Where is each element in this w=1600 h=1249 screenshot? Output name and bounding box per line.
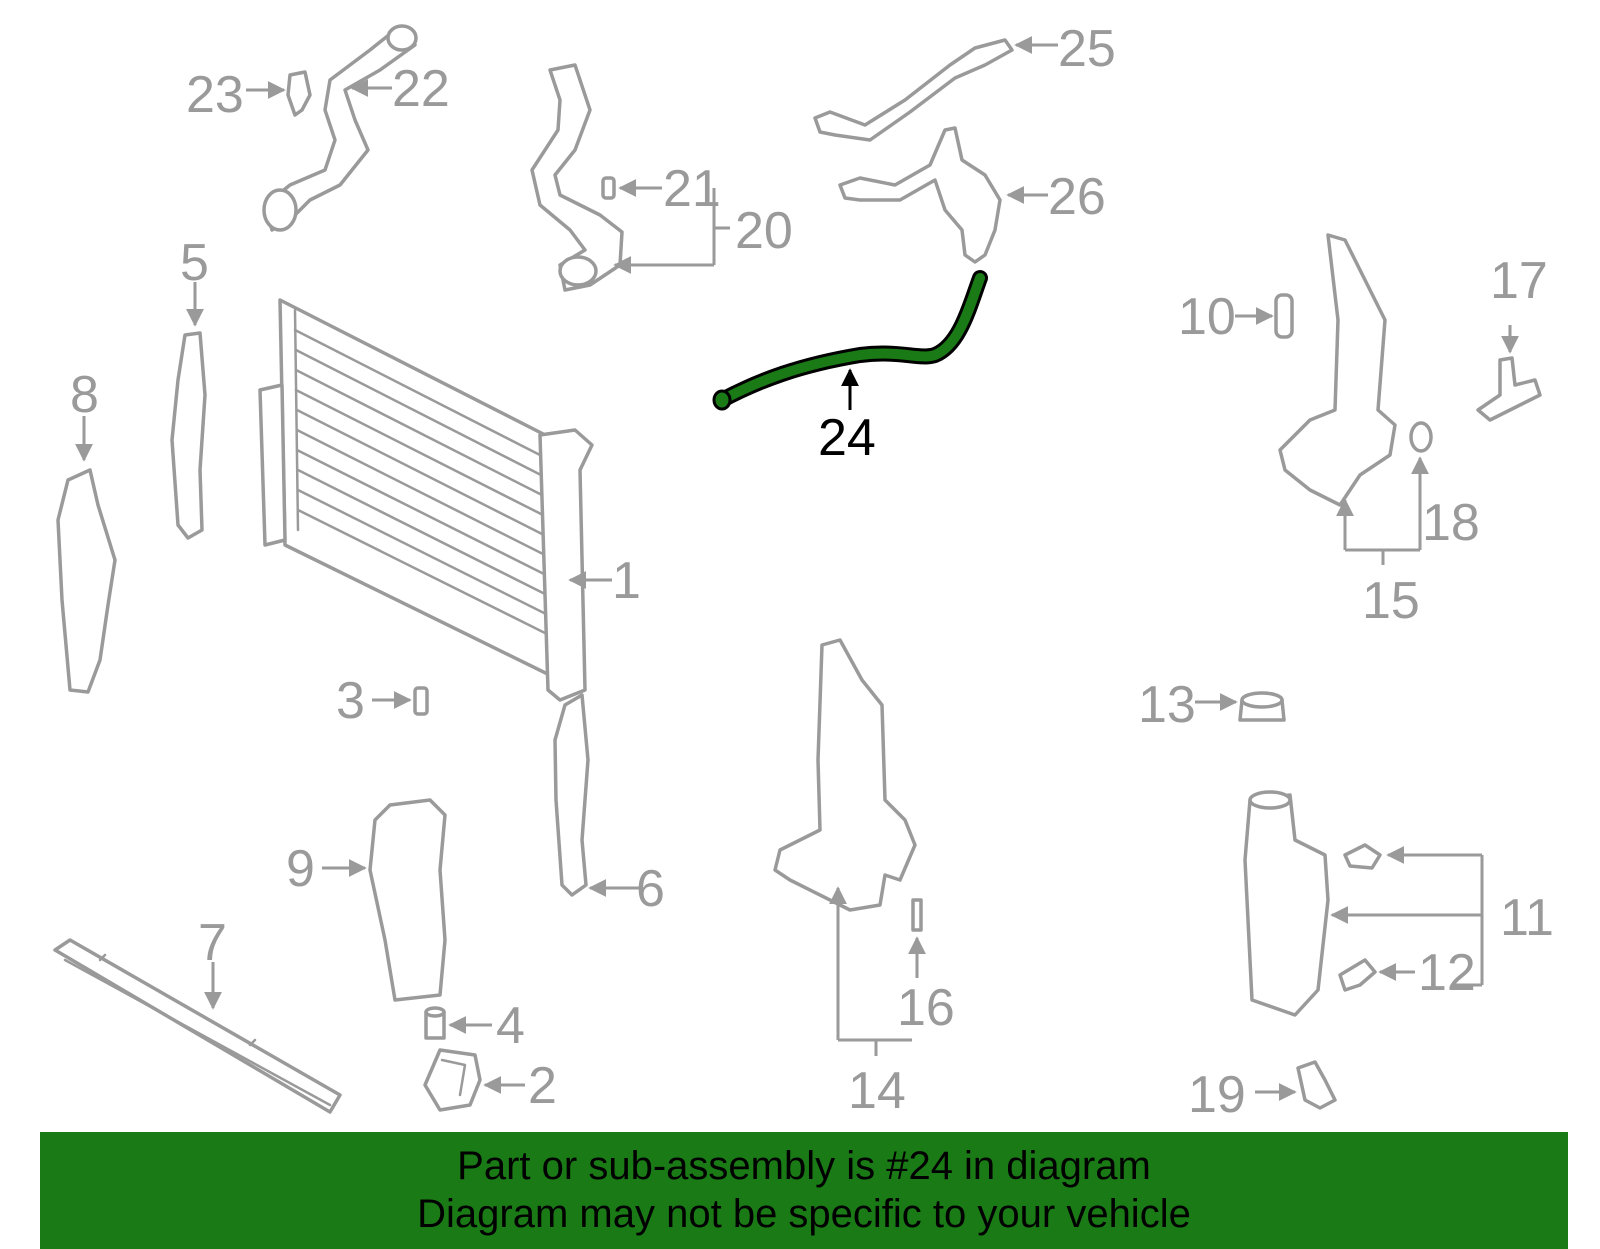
part-24-hose xyxy=(712,270,988,411)
part-5-bracket xyxy=(170,331,207,540)
part-16-bolt xyxy=(911,898,923,932)
label-11: 11 xyxy=(1500,889,1554,947)
label-18: 18 xyxy=(1422,494,1480,552)
part-12-clip xyxy=(1338,958,1377,992)
part-1-radiator xyxy=(258,298,594,702)
part-26-hose xyxy=(838,126,1002,264)
info-banner: Part or sub-assembly is #24 in diagram D… xyxy=(40,1132,1568,1249)
banner-line-1: Part or sub-assembly is #24 in diagram xyxy=(457,1144,1151,1188)
part-10-bumper xyxy=(1274,293,1294,339)
label-2: 2 xyxy=(528,1057,557,1115)
part-21-bolt xyxy=(601,176,616,200)
label-21: 21 xyxy=(663,160,721,218)
label-22: 22 xyxy=(392,60,450,118)
part-14-reservoir xyxy=(773,638,917,912)
label-17: 17 xyxy=(1490,252,1548,310)
label-16: 16 xyxy=(897,979,955,1037)
label-20: 20 xyxy=(735,202,793,260)
label-13: 13 xyxy=(1138,676,1196,734)
label-12: 12 xyxy=(1418,944,1476,1002)
part-6-bracket xyxy=(553,693,590,897)
part-2-mount xyxy=(423,1048,482,1112)
part-23-sensor xyxy=(286,70,312,117)
label-8: 8 xyxy=(70,366,99,424)
part-9-duct xyxy=(368,798,447,1002)
part-3-bolt xyxy=(413,686,429,716)
label-15: 15 xyxy=(1362,572,1420,630)
part-25-hose xyxy=(813,38,1014,142)
label-25: 25 xyxy=(1058,20,1116,78)
part-19-clip xyxy=(1296,1060,1337,1110)
label-3: 3 xyxy=(336,672,365,730)
part-11-reservoir xyxy=(1243,790,1382,1017)
banner-line-2: Diagram may not be specific to your vehi… xyxy=(417,1192,1191,1236)
part-15-reservoir xyxy=(1278,233,1397,507)
label-6: 6 xyxy=(636,860,665,918)
label-1: 1 xyxy=(612,552,641,610)
label-10: 10 xyxy=(1178,288,1236,346)
part-4-grommet xyxy=(424,1006,446,1040)
label-26: 26 xyxy=(1048,168,1106,226)
label-4: 4 xyxy=(496,997,525,1055)
part-8-bracket xyxy=(56,468,117,694)
label-9: 9 xyxy=(286,840,315,898)
label-23: 23 xyxy=(186,66,244,124)
label-5: 5 xyxy=(180,234,209,292)
label-19: 19 xyxy=(1188,1066,1246,1124)
part-17-sensor xyxy=(1476,356,1542,422)
label-14: 14 xyxy=(848,1062,906,1120)
part-7-support xyxy=(53,938,342,1114)
part-20-hose xyxy=(530,63,624,292)
label-24: 24 xyxy=(818,409,876,467)
label-7: 7 xyxy=(198,914,227,972)
part-13-cap xyxy=(1238,691,1286,722)
part-18-oring xyxy=(1409,421,1433,453)
part-22-hose xyxy=(262,24,418,232)
